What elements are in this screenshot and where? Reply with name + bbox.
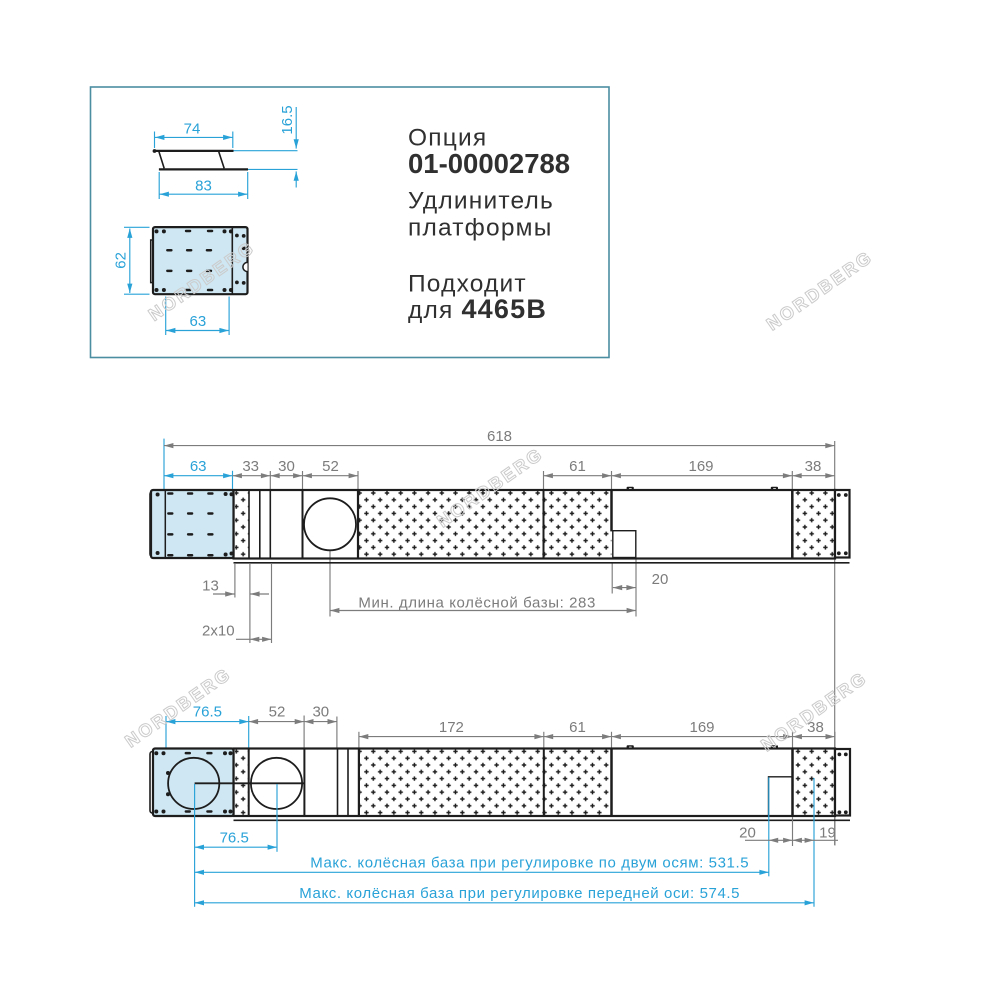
- svg-text:16.5: 16.5: [279, 105, 296, 134]
- svg-text:19: 19: [819, 824, 836, 841]
- svg-text:30: 30: [312, 703, 329, 720]
- svg-text:52: 52: [269, 703, 286, 720]
- svg-text:76.5: 76.5: [193, 704, 222, 721]
- svg-text:61: 61: [569, 458, 586, 475]
- svg-text:74: 74: [184, 121, 201, 138]
- svg-text:платформы: платформы: [408, 215, 553, 242]
- svg-text:20: 20: [652, 571, 669, 588]
- svg-text:63: 63: [190, 313, 207, 330]
- svg-text:38: 38: [807, 719, 824, 736]
- svg-text:Макс. колёсная база при регули: Макс. колёсная база при регулировке по д…: [310, 855, 749, 872]
- svg-text:Подходит: Подходит: [408, 270, 527, 297]
- svg-text:01-00002788: 01-00002788: [408, 148, 570, 179]
- svg-text:30: 30: [278, 458, 295, 475]
- svg-text:169: 169: [688, 458, 713, 475]
- svg-text:Удлинитель: Удлинитель: [408, 188, 554, 215]
- svg-text:для 4465B: для 4465B: [408, 294, 547, 324]
- svg-text:172: 172: [439, 719, 464, 736]
- svg-text:62: 62: [112, 252, 129, 269]
- svg-text:38: 38: [805, 458, 822, 475]
- svg-text:Макс. колёсная база при регули: Макс. колёсная база при регулировке пере…: [299, 885, 740, 902]
- svg-text:Мин. длина колёсной базы: 283: Мин. длина колёсной базы: 283: [358, 595, 596, 612]
- svg-text:63: 63: [190, 458, 207, 475]
- svg-text:2x10: 2x10: [202, 622, 235, 639]
- svg-text:61: 61: [569, 719, 586, 736]
- svg-text:52: 52: [322, 458, 339, 475]
- svg-text:169: 169: [689, 719, 714, 736]
- svg-text:13: 13: [202, 578, 219, 595]
- svg-text:76.5: 76.5: [220, 830, 249, 847]
- svg-text:618: 618: [487, 428, 512, 445]
- svg-text:83: 83: [195, 177, 212, 194]
- svg-text:20: 20: [739, 824, 756, 841]
- svg-text:Опция: Опция: [408, 125, 487, 152]
- svg-text:33: 33: [242, 458, 259, 475]
